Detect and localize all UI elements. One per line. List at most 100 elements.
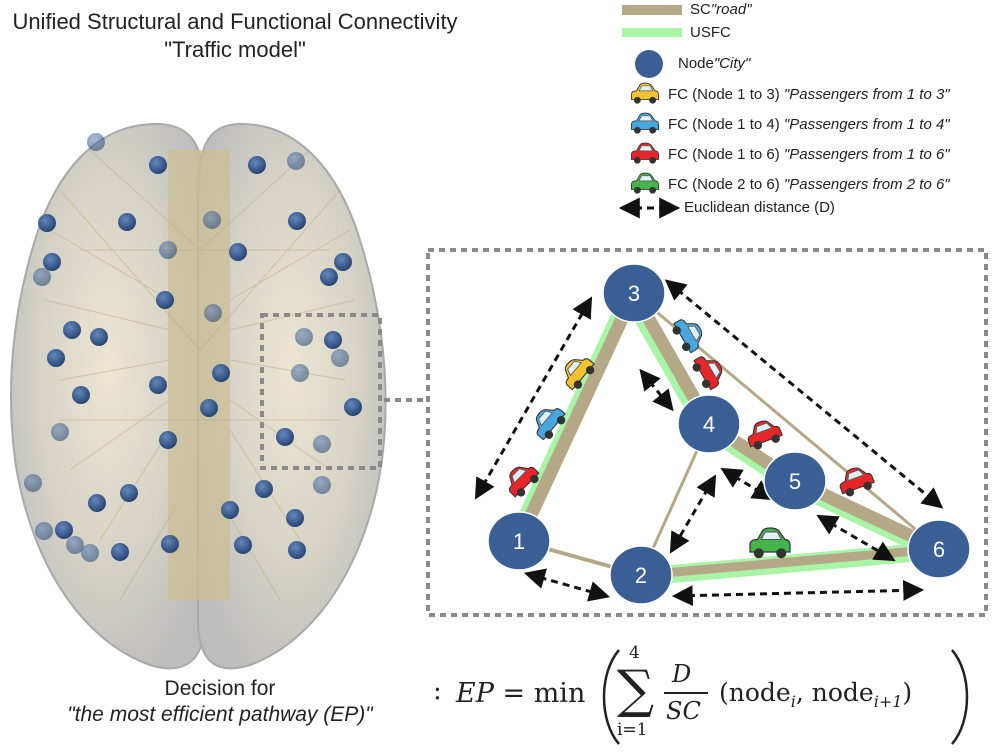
node-5-label: 5 — [789, 469, 801, 494]
brain-node — [33, 268, 51, 286]
brain-node — [88, 494, 106, 512]
formula-left-paren — [602, 649, 620, 745]
brain-node — [38, 214, 56, 232]
node-3 — [602, 263, 666, 323]
node-4-label: 4 — [703, 412, 715, 437]
brain-node — [87, 133, 105, 151]
brain-node — [81, 544, 99, 562]
formula-right-paren — [951, 649, 969, 745]
brain-node — [203, 211, 221, 229]
brain-node — [291, 364, 309, 382]
brain-node — [90, 328, 108, 346]
legend-fc-1-4: FC (Node 1 to 4) "Passengers from 1 to 4… — [668, 116, 950, 133]
brain-node — [47, 349, 65, 367]
brain-node — [295, 328, 313, 346]
formula-sum-symbol: ∑ — [617, 660, 655, 720]
formula-sum-lower: i=1 — [617, 720, 648, 740]
brain-node — [229, 243, 247, 261]
zoom-panel-box — [426, 248, 988, 617]
legend-car-3 — [630, 142, 660, 164]
brain-node — [159, 431, 177, 449]
brain-node — [161, 535, 179, 553]
formula-denominator: SC — [666, 697, 701, 725]
decision-label: Decision for — [164, 677, 276, 700]
formula-sum-upper: 4 — [629, 643, 640, 663]
euclidean-distance-arrows — [474, 279, 944, 607]
brain-node — [248, 156, 266, 174]
brain-node — [276, 428, 294, 446]
brain-node — [159, 241, 177, 259]
node-6 — [907, 519, 971, 579]
brain-node — [120, 484, 138, 502]
legend-fc-2-6: FC (Node 2 to 6) "Passengers from 2 to 6… — [668, 176, 950, 193]
brain-node — [287, 152, 305, 170]
distance-arrow-4 — [639, 368, 674, 412]
brain-node — [344, 398, 362, 416]
formula-equals: = — [502, 678, 526, 709]
car-fc-1-6-b — [692, 356, 723, 391]
brain-node — [66, 536, 84, 554]
decision-colon: : — [433, 676, 442, 706]
brain-node — [204, 304, 222, 322]
legend-sc-swatch — [622, 5, 682, 15]
formula-argument: (nodei, nodei+1) — [719, 678, 913, 711]
car-fc-1-3 — [564, 358, 595, 391]
brain-node — [324, 331, 342, 349]
formula-lhs: EP — [456, 678, 494, 709]
legend-usfc-label: USFC — [690, 24, 731, 41]
legend-car-1 — [630, 82, 660, 104]
brain-node — [320, 268, 338, 286]
car-fc-1-6-c — [747, 420, 783, 450]
brain-node — [212, 364, 230, 382]
legend-distance-label: Euclidean distance (D) — [684, 199, 835, 216]
brain-node — [35, 522, 53, 540]
brain-node — [55, 521, 73, 539]
legend — [618, 5, 682, 219]
brain-node — [331, 349, 349, 367]
brain-node — [111, 543, 129, 561]
brain-node — [72, 386, 90, 404]
distance-arrow-1 — [474, 296, 593, 500]
brain-nodes — [24, 133, 362, 562]
node-3-label: 3 — [628, 281, 640, 306]
brain-node — [149, 376, 167, 394]
distance-arrow-2 — [523, 568, 611, 602]
distance-arrow-7 — [816, 514, 896, 562]
node-2 — [609, 545, 673, 605]
node-1 — [487, 511, 551, 571]
brain-node — [200, 399, 218, 417]
distance-arrow-8 — [664, 279, 944, 509]
node-2-label: 2 — [635, 563, 647, 588]
zoom-region-box — [260, 313, 382, 470]
brain-node — [334, 253, 352, 271]
node-1-label: 1 — [513, 529, 525, 554]
node-4 — [677, 394, 741, 454]
fc-cars — [509, 319, 875, 559]
car-fc-1-4-b — [672, 319, 703, 354]
legend-car-4 — [630, 172, 660, 194]
formula-numerator: D — [672, 660, 692, 688]
brain-node — [288, 541, 306, 559]
brain-node — [156, 291, 174, 309]
brain-node — [51, 423, 69, 441]
brain-node — [313, 435, 331, 453]
node-5 — [763, 451, 827, 511]
brain-node — [234, 536, 252, 554]
legend-fc-1-3: FC (Node 1 to 3) "Passengers from 1 to 3… — [668, 86, 950, 103]
brain-node — [313, 476, 331, 494]
legend-node-swatch — [635, 50, 663, 78]
brain-node — [221, 501, 239, 519]
brain-node — [255, 480, 273, 498]
decision-target: "the most efficient pathway (EP)" — [67, 703, 373, 726]
legend-fc-1-6: FC (Node 1 to 6) "Passengers from 1 to 6… — [668, 146, 950, 163]
legend-car-2 — [630, 112, 660, 134]
brain-node — [286, 509, 304, 527]
diagram-subtitle: "Traffic model" — [164, 37, 306, 62]
formula-fraction-bar — [664, 692, 708, 694]
brain-node — [288, 212, 306, 230]
brain-node — [118, 213, 136, 231]
legend-sc-label: SC"road" — [690, 1, 752, 18]
brain-node — [24, 474, 42, 492]
brain-node — [63, 321, 81, 339]
